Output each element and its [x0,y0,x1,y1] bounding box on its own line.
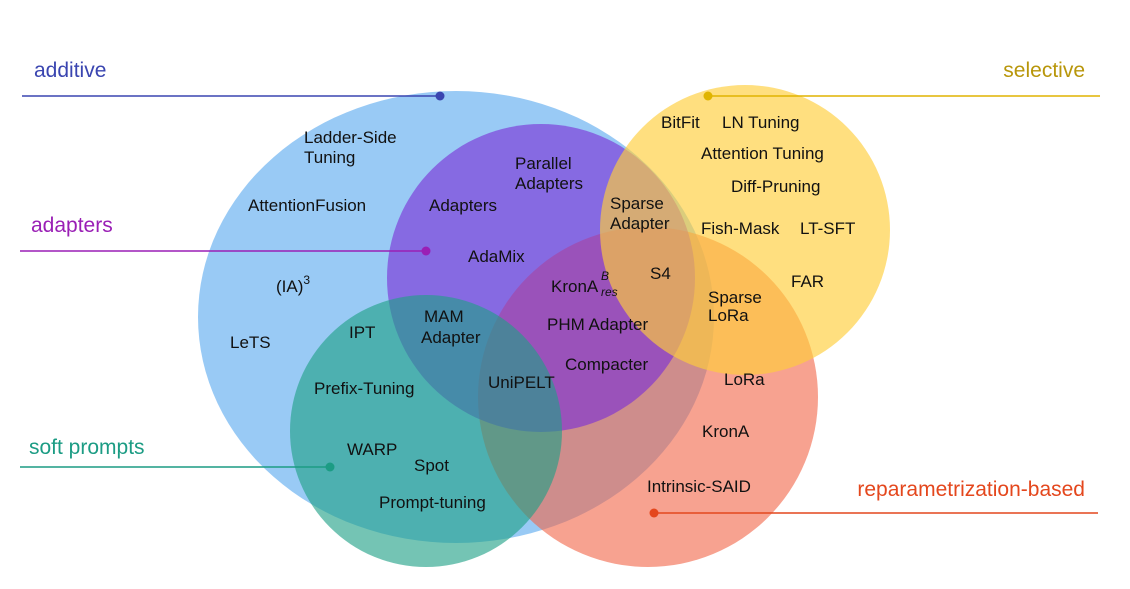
leader-dot-adapters [421,246,431,256]
method-krona-b-res-base: KronA [551,277,599,296]
method-prefix-tuning: Prefix-Tuning [314,379,414,398]
method-lora: LoRa [724,370,765,389]
method-compacter: Compacter [565,355,648,374]
method-adamix: AdaMix [468,247,525,266]
method-sparse-adapter-line2: Adapter [610,214,670,233]
category-soft-prompts: soft prompts [29,436,145,459]
method-sparse-adapter-line1: Sparse [610,194,664,213]
circle-selective [600,85,890,375]
method-sparse-lora-line1: Sparse [708,288,762,307]
method-ia3-sup: 3 [303,273,310,287]
method-krona-b-res-sub: res [601,285,618,299]
method-mam-adapter-line1: MAM [424,307,464,326]
method-phm-adapter: PHM Adapter [547,315,648,334]
method-bitfit: BitFit [661,113,700,132]
leader-dot-reparametrization [649,508,659,518]
method-lt-sft: LT-SFT [800,219,855,238]
method-diff-pruning: Diff-Pruning [731,177,820,196]
category-additive: additive [34,59,106,82]
method-lets: LeTS [230,333,271,352]
leader-dot-additive [435,91,445,101]
method-parallel-adapters-line1: Parallel [515,154,572,173]
category-selective: selective [1003,59,1085,82]
method-parallel-adapters-line2: Adapters [515,174,583,193]
method-ladder-side-tuning-line2: Tuning [304,148,355,167]
leader-dot-soft-prompts [325,462,335,472]
method-prompt-tuning: Prompt-tuning [379,493,486,512]
method-far: FAR [791,272,824,291]
category-reparametrization: reparametrization-based [857,478,1085,501]
method-unipelt: UniPELT [488,373,555,392]
method-sparse-lora-line2: LoRa [708,306,749,325]
category-adapters: adapters [31,214,113,237]
method-spot: Spot [414,456,449,475]
circle-soft-prompts [290,295,562,567]
method-ia3-base: (IA) [276,277,303,296]
method-mam-adapter-line2: Adapter [421,328,481,347]
leader-dot-selective [703,91,713,101]
method-intrinsic-said: Intrinsic-SAID [647,477,751,496]
method-krona-b-res-sup: B [601,269,609,283]
method-ipt: IPT [349,323,375,342]
method-fish-mask: Fish-Mask [701,219,780,238]
method-attention-fusion: AttentionFusion [248,196,366,215]
method-adapters: Adapters [429,196,497,215]
method-warp: WARP [347,440,397,459]
method-ln-tuning: LN Tuning [722,113,800,132]
method-krona: KronA [702,422,750,441]
method-s4: S4 [650,264,671,283]
method-attention-tuning: Attention Tuning [701,144,824,163]
method-ia3: (IA)3 [276,273,310,296]
method-ladder-side-tuning-line1: Ladder-Side [304,128,397,147]
